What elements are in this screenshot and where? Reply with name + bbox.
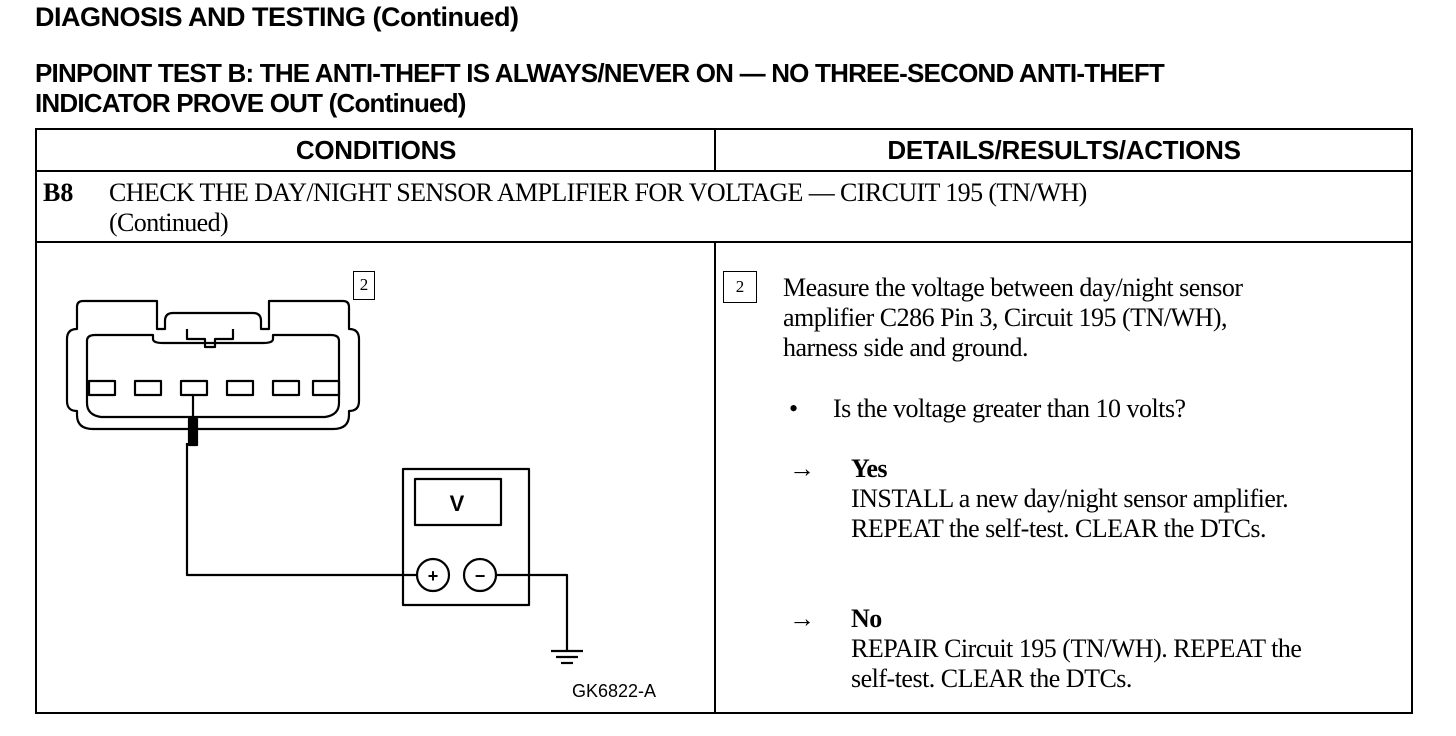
step-heading-line-1: CHECK THE DAY/NIGHT SENSOR AMPLIFIER FOR… — [109, 178, 1087, 207]
instruction-line: amplifier C286 Pin 3, Circuit 195 (TN/WH… — [783, 303, 1228, 332]
bullet-icon: • — [789, 394, 798, 423]
connector-body — [65, 299, 361, 431]
voltmeter-display — [413, 477, 503, 527]
instruction-line: Measure the voltage between day/night se… — [783, 273, 1243, 302]
result-no-line: self-test. CLEAR the DTCs. — [851, 664, 1132, 693]
pin-cavity — [225, 379, 255, 397]
pin-cavity — [271, 379, 301, 397]
page-title: DIAGNOSIS AND TESTING (Continued) — [35, 2, 519, 32]
result-no-label: No — [851, 604, 882, 633]
header-rule — [37, 170, 1411, 172]
column-divider — [714, 243, 716, 712]
positive-lead-wire — [185, 443, 417, 577]
result-yes-line: REPEAT the self-test. CLEAR the DTCs. — [851, 514, 1267, 543]
details-header: DETAILS/RESULTS/ACTIONS — [887, 135, 1241, 165]
result-no-line: REPAIR Circuit 195 (TN/WH). REPEAT the — [851, 634, 1302, 663]
result-yes-line: INSTALL a new day/night sensor amplifier… — [851, 484, 1289, 513]
voltage-measurement-diagram: V + − — [65, 299, 583, 665]
figure-id: GK6822-A — [572, 681, 657, 701]
arrow-right-icon: → — [789, 604, 815, 633]
conditions-header: CONDITIONS — [295, 135, 457, 165]
negative-symbol: − — [475, 566, 486, 586]
instruction-text: Measure the voltage between day/night se… — [783, 273, 1403, 363]
header-divider — [714, 130, 716, 170]
step-heading: CHECK THE DAY/NIGHT SENSOR AMPLIFIER FOR… — [109, 178, 1399, 238]
connector-latch — [185, 329, 235, 349]
conditions-step-number: 2 — [353, 271, 375, 300]
pin-cavity — [311, 379, 341, 397]
test-title-line-2: INDICATOR PROVE OUT (Continued) — [35, 88, 466, 118]
details-step-number: 2 — [723, 271, 757, 303]
step-id: B8 — [43, 178, 74, 207]
positive-symbol: + — [428, 566, 439, 586]
negative-lead-wire — [496, 573, 569, 651]
step-rule — [37, 241, 1411, 243]
positive-terminal — [415, 557, 451, 593]
probe-tip — [187, 417, 199, 447]
voltmeter-body — [401, 467, 531, 607]
arrow-right-icon: → — [789, 454, 815, 483]
pin-cavity — [133, 379, 163, 397]
pin-cavity-3 — [179, 379, 209, 397]
step-heading-line-2: (Continued) — [109, 208, 229, 237]
question-text: Is the voltage greater than 10 volts? — [833, 394, 1186, 423]
pinpoint-test-table: CONDITIONS DETAILS/RESULTS/ACTIONS B8 CH… — [35, 128, 1413, 714]
result-yes-label: Yes — [851, 454, 888, 483]
voltmeter-symbol: V — [450, 491, 465, 516]
instruction-line: harness side and ground. — [783, 333, 1029, 362]
pinpoint-test-title: PINPOINT TEST B: THE ANTI-THEFT IS ALWAY… — [35, 58, 1435, 118]
connector-inner-outline — [85, 333, 341, 419]
question-row: • Is the voltage greater than 10 volts? — [789, 394, 1186, 424]
pin-cavity — [87, 379, 117, 397]
test-title-line-1: PINPOINT TEST B: THE ANTI-THEFT IS ALWAY… — [35, 58, 1165, 88]
